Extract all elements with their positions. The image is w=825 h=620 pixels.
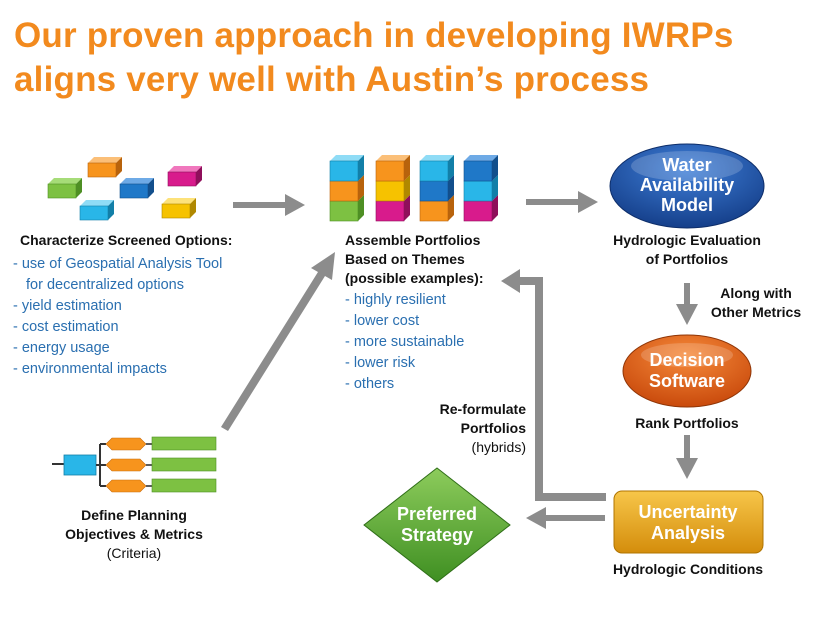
- assemble-list: - highly resilient - lower cost - more s…: [345, 290, 464, 395]
- along-line-2: Other Metrics: [710, 304, 802, 320]
- arrow-uncertainty-to-preferred: [526, 507, 605, 529]
- arrow-wam-to-decision: [676, 283, 698, 325]
- define-line-2: Objectives & Metrics: [65, 526, 203, 542]
- objectives-tree-icon: [52, 436, 217, 493]
- stack-cube: [329, 155, 364, 182]
- flow-arrows: [221, 191, 698, 529]
- along-line-1: Along with: [720, 285, 792, 301]
- assemble-item: - others: [345, 376, 395, 392]
- wam-node-line-3: Model: [661, 195, 713, 215]
- arrow-assemble-to-wam: [526, 191, 598, 213]
- wam-caption-line-2: of Portfolios: [645, 251, 729, 267]
- arrow-define-to-assemble: [221, 252, 335, 431]
- assemble-heading: Assemble Portfolios Based on Themes (pos…: [345, 231, 484, 288]
- uncertainty-caption: Hydrologic Conditions: [612, 561, 764, 577]
- define-caption: Define Planning Objectives & Metrics (Cr…: [44, 506, 224, 563]
- page-title: Our proven approach in developing IWRPs …: [14, 14, 814, 102]
- characterize-item: for decentralized options: [26, 277, 184, 293]
- cube-magenta: [167, 166, 202, 187]
- stack-cube: [463, 155, 498, 182]
- screened-options-cubes-icon: [47, 157, 202, 221]
- arrow-decision-to-uncertainty: [676, 435, 698, 479]
- decision-node-line-2: Software: [649, 371, 725, 391]
- assemble-heading-line-3: (possible examples):: [345, 270, 484, 286]
- cube-blue: [119, 178, 154, 199]
- assemble-heading-line-2: Based on Themes: [345, 251, 465, 267]
- uncertainty-node-line-1: Uncertainty: [638, 502, 737, 522]
- characterize-item: - energy usage: [13, 340, 110, 356]
- preferred-strategy-node: Preferred Strategy: [363, 467, 511, 583]
- decision-software-node: Decision Software: [622, 334, 752, 408]
- define-line-1: Define Planning: [81, 507, 187, 523]
- stack-cube: [419, 155, 454, 182]
- assemble-item: - more sustainable: [345, 334, 465, 350]
- characterize-item: - use of Geospatial Analysis Tool: [13, 256, 223, 272]
- decision-node-line-1: Decision: [649, 350, 724, 370]
- reformulate-line-3: (hybrids): [471, 439, 526, 455]
- characterize-item: - cost estimation: [13, 319, 119, 335]
- title-line-2: aligns very well with Austin’s process: [14, 60, 650, 99]
- water-availability-model-node: Water Availability Model: [609, 143, 765, 229]
- cube-green: [47, 178, 82, 199]
- cube-orange: [87, 157, 122, 178]
- arrow-characterize-to-assemble: [233, 194, 305, 216]
- characterize-list: - use of Geospatial Analysis Tool for de…: [13, 254, 222, 380]
- assemble-item: - highly resilient: [345, 292, 446, 308]
- assemble-heading-line-1: Assemble Portfolios: [345, 232, 481, 248]
- wam-caption-line-1: Hydrologic Evaluation: [613, 232, 761, 248]
- cube-cyan: [79, 200, 114, 221]
- cube-yellow: [161, 198, 196, 219]
- assemble-item: - lower risk: [345, 355, 416, 371]
- wam-caption: Hydrologic Evaluation of Portfolios: [597, 231, 777, 269]
- characterize-item: - environmental impacts: [13, 361, 167, 377]
- characterize-item: - yield estimation: [13, 298, 122, 314]
- define-line-3: (Criteria): [106, 545, 162, 561]
- arrow-reformulate-loop: [501, 269, 606, 501]
- assemble-item: - lower cost: [345, 313, 420, 329]
- reformulate-label: Re-formulate Portfolios (hybrids): [400, 400, 526, 457]
- reformulate-line-1: Re-formulate: [439, 401, 526, 417]
- decision-caption: Rank Portfolios: [635, 415, 739, 431]
- characterize-heading: Characterize Screened Options:: [20, 232, 233, 248]
- uncertainty-node-line-2: Analysis: [651, 523, 725, 543]
- wam-node-line-2: Availability: [640, 175, 734, 195]
- portfolio-stacks-icon: [329, 155, 498, 222]
- wam-node-line-1: Water: [662, 155, 711, 175]
- reformulate-line-2: Portfolios: [460, 420, 526, 436]
- along-with-label: Along with Other Metrics: [700, 284, 812, 322]
- uncertainty-analysis-node: Uncertainty Analysis: [613, 490, 764, 554]
- preferred-node-line-1: Preferred: [397, 504, 477, 524]
- title-line-1: Our proven approach in developing IWRPs: [14, 16, 734, 55]
- stack-cube: [375, 155, 410, 182]
- preferred-node-line-2: Strategy: [401, 525, 473, 545]
